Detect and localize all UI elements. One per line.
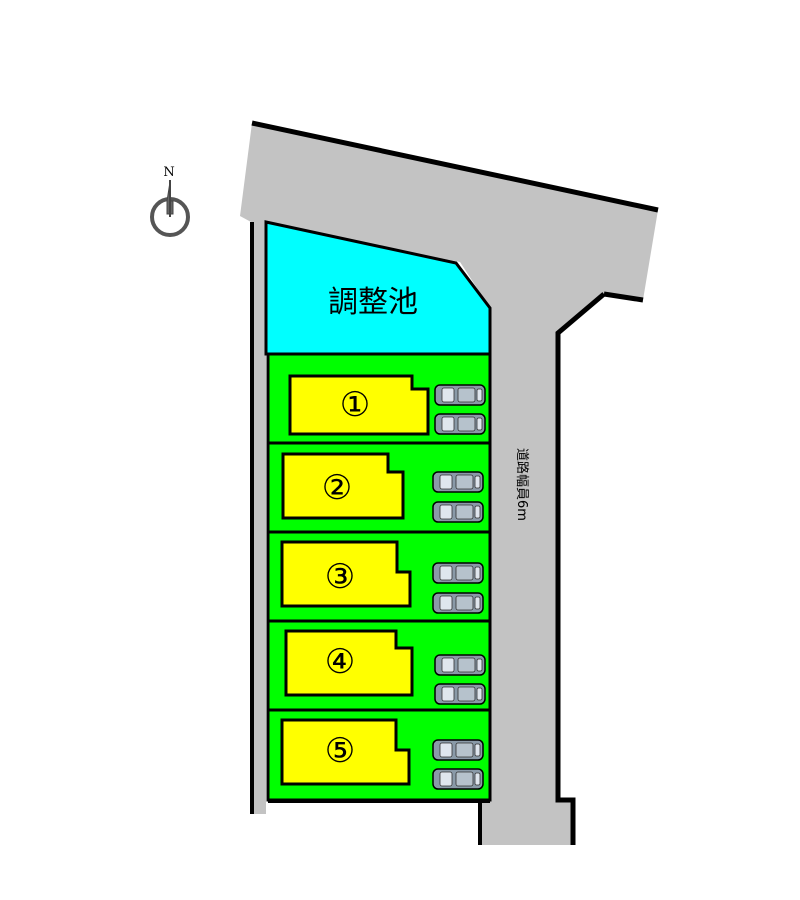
pond-label: 調整池 — [328, 285, 418, 320]
lot-label-4: ④ — [325, 642, 355, 682]
car-icon — [432, 562, 484, 584]
lot-4: ④ — [266, 619, 492, 712]
lot-label-2: ② — [322, 468, 352, 508]
lot-5: ⑤ — [266, 708, 492, 802]
house-5 — [280, 718, 411, 786]
car-icon — [434, 683, 486, 705]
car-icon — [432, 592, 484, 614]
house-1 — [288, 374, 430, 436]
car-icon — [434, 413, 486, 435]
road-side-strip — [252, 222, 266, 814]
car-icon — [432, 739, 484, 761]
lot-1: ① — [266, 352, 492, 445]
road-width-label: 道路幅員6m — [514, 448, 530, 521]
lot-label-5: ⑤ — [325, 731, 355, 771]
car-icon — [434, 384, 486, 406]
lot-3: ③ — [266, 530, 492, 623]
compass-north-icon: N — [150, 165, 190, 237]
car-icon — [434, 654, 486, 676]
car-icon — [432, 471, 484, 493]
car-icon — [432, 501, 484, 523]
road-edge-line — [603, 291, 644, 303]
road-edge-line — [251, 120, 659, 213]
house-4 — [284, 629, 414, 697]
north-label: N — [163, 165, 174, 180]
house-2 — [281, 452, 405, 520]
lot-label-1: ① — [340, 385, 370, 425]
road-edge-line — [555, 292, 606, 845]
house-3 — [280, 540, 412, 608]
lot-label-3: ③ — [325, 557, 355, 597]
road — [240, 123, 658, 845]
pond-area — [264, 220, 492, 356]
car-icon — [432, 768, 484, 790]
lot-2: ② — [266, 441, 492, 534]
